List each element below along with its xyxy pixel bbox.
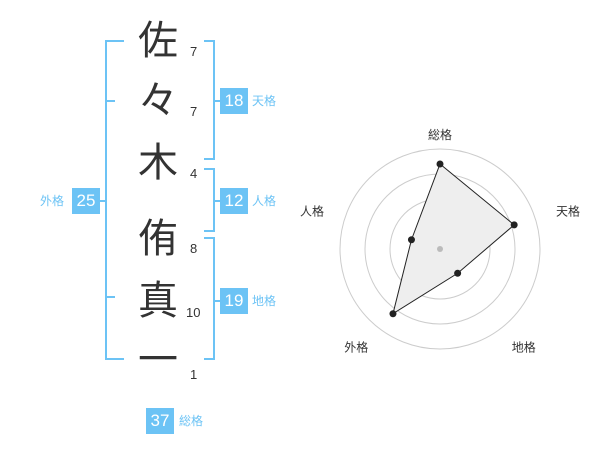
name-char-1: 佐: [138, 18, 178, 64]
radar-point-4: [389, 310, 397, 318]
radar-axis-label: 地格: [512, 340, 536, 355]
tenkaku-label: 天格: [252, 94, 277, 108]
soukaku-value: 37: [146, 408, 174, 434]
radar-axis-label: 人格: [300, 203, 324, 218]
name-char-2: 々: [138, 78, 178, 124]
radar-point-3: [454, 269, 462, 277]
radar-axis-label: 総格: [428, 127, 452, 142]
radar-point-5: [407, 236, 415, 244]
name-char-5: 真: [138, 278, 178, 324]
name-char-4: 侑: [138, 216, 178, 262]
chikaku-label: 地格: [252, 294, 277, 308]
stroke-count-5: 10: [186, 305, 201, 320]
gaikaku-label: 外格: [40, 194, 65, 208]
radar-grid-ring: [339, 148, 541, 350]
stroke-count-6: 1: [190, 367, 198, 382]
stroke-count-2: 7: [190, 104, 198, 119]
chikaku-bracket: [204, 237, 215, 360]
radar-series-area: [392, 163, 515, 315]
radar-point-1: [436, 160, 444, 168]
stroke-count-3: 4: [190, 166, 198, 181]
jinkaku-value: 12: [220, 188, 248, 214]
stroke-count-4: 8: [190, 241, 198, 256]
tenkaku-value: 18: [220, 88, 248, 114]
radar-center-point: [437, 246, 443, 252]
soukaku-label: 総格: [179, 414, 204, 428]
name-char-3: 木: [138, 140, 178, 186]
stroke-count-1: 7: [190, 44, 198, 59]
jinkaku-label: 人格: [252, 194, 277, 208]
radar-axis-label: 外格: [344, 340, 368, 355]
name-char-6: 一: [138, 337, 178, 383]
chikaku-value: 19: [220, 288, 248, 314]
radar-point-2: [510, 221, 518, 229]
gaikaku-value: 25: [72, 188, 100, 214]
radar-axis-label: 天格: [556, 203, 580, 218]
